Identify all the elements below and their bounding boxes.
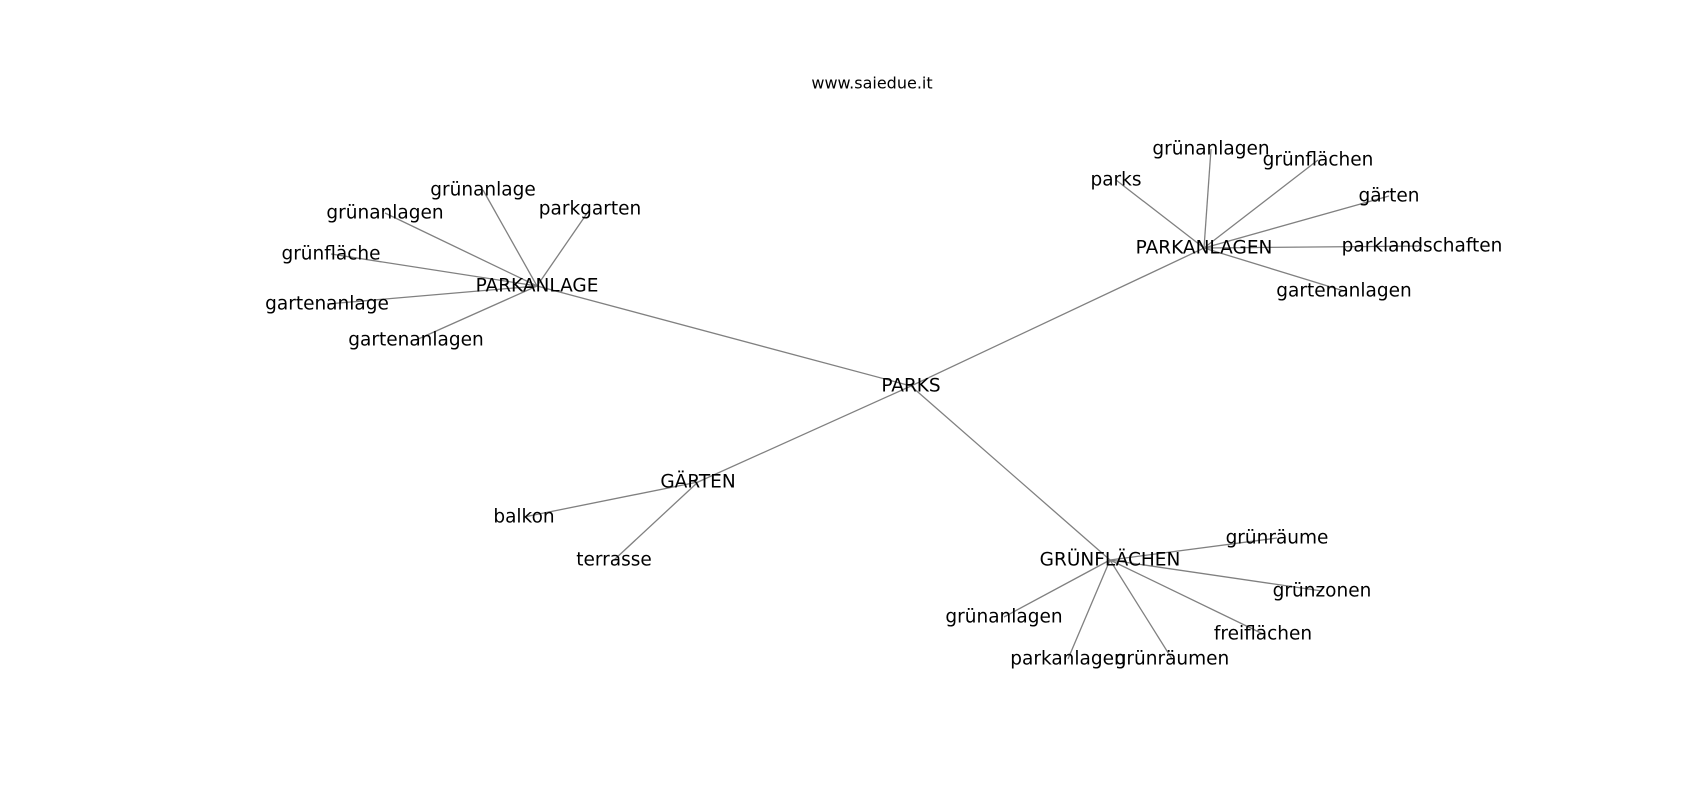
edges <box>326 148 1423 660</box>
edge-hub-leaf <box>536 208 591 287</box>
edge-hub-leaf <box>1109 559 1173 660</box>
hub-node-label: PARKANLAGEN <box>1136 238 1273 259</box>
leaf-node-label: grünzonen <box>1273 581 1372 602</box>
hub-node-label: GRÜNFLÄCHEN <box>1040 549 1181 571</box>
leaf-node-label: balkon <box>493 507 554 528</box>
edge-hub-leaf <box>1115 179 1205 249</box>
edge-hub-leaf <box>1203 247 1345 292</box>
edge-hub-leaf <box>482 189 538 287</box>
edge-hub-leaf <box>1203 195 1390 249</box>
graph-title: www.saiedue.it <box>811 74 932 93</box>
root-node-label: PARKS <box>881 376 940 397</box>
leaf-node-label: gartenanlagen <box>1276 281 1411 302</box>
leaf-node-label: parkgarten <box>539 199 641 220</box>
edge-hub-leaf <box>330 253 538 287</box>
leaf-node-label: grünräumen <box>1115 649 1230 670</box>
edge-hub-leaf <box>384 212 538 287</box>
hub-node-label: GÄRTEN <box>660 472 735 493</box>
leaf-node-label: grünanlagen <box>1152 139 1269 160</box>
edge-hub-leaf <box>1109 559 1264 635</box>
edge-root-hub <box>910 385 1111 561</box>
edge-hub-leaf <box>415 285 538 341</box>
leaf-node-label: gartenanlagen <box>348 330 483 351</box>
leaf-node-label: parklandschaften <box>1342 236 1503 257</box>
leaf-node-label: grünanlagen <box>326 203 443 224</box>
edge-hub-leaf <box>1203 245 1423 249</box>
edge-root-hub <box>910 247 1205 387</box>
leaf-node-label: grünanlagen <box>945 607 1062 628</box>
edge-hub-leaf <box>1203 159 1319 249</box>
leaf-node-label: gärten <box>1358 186 1419 207</box>
leaf-node-label: grünfläche <box>281 244 380 265</box>
leaf-node-label: parks <box>1090 170 1141 191</box>
edge-hub-leaf <box>326 285 538 305</box>
leaf-node-label: freiflächen <box>1214 624 1312 645</box>
edge-hub-leaf <box>1109 537 1278 561</box>
hub-node-label: PARKANLAGE <box>476 276 599 297</box>
edge-hub-leaf <box>1003 559 1111 618</box>
leaf-node-label: grünanlage <box>430 180 535 201</box>
edge-hub-leaf <box>523 481 699 518</box>
edge-root-hub <box>536 285 912 387</box>
leaf-node-label: parkanlagen <box>1010 649 1125 670</box>
leaf-node-label: gartenanlage <box>265 294 389 315</box>
edge-root-hub <box>697 385 912 483</box>
leaf-node-label: terrasse <box>576 550 652 571</box>
edge-hub-leaf <box>1067 559 1111 660</box>
leaf-node-label: grünflächen <box>1263 150 1374 171</box>
edge-hub-leaf <box>1109 559 1323 592</box>
leaf-node-label: grünräume <box>1226 528 1329 549</box>
edge-hub-leaf <box>1203 148 1212 249</box>
edge-hub-leaf <box>613 481 699 561</box>
